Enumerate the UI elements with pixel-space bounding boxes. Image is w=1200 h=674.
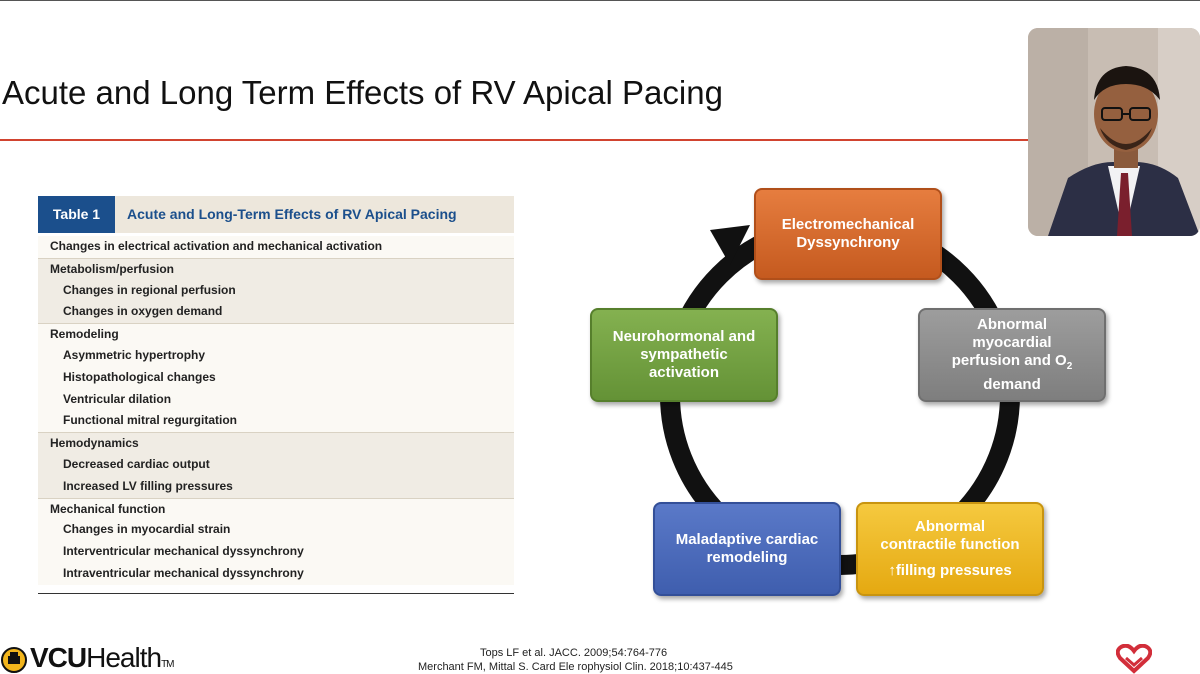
table-row: Metabolism/perfusion [38, 257, 514, 280]
table-row: Intraventricular mechanical dyssynchrony [38, 562, 514, 585]
vcu-logo-tm: TM [161, 659, 174, 670]
vcu-seal-icon [1, 647, 27, 673]
table-row: Asymmetric hypertrophy [38, 344, 514, 367]
box-line: Maladaptive cardiac [675, 531, 819, 548]
table-row: Mechanical function [38, 497, 514, 520]
electromechanical-dyssynchrony-box: Electromechanical Dyssynchrony [754, 188, 942, 280]
table-body: Changes in electrical activation and mec… [38, 236, 514, 585]
table-row: Changes in myocardial strain [38, 519, 514, 542]
table-row: Remodeling [38, 323, 514, 345]
slide-title: Acute and Long Term Effects of RV Apical… [2, 74, 723, 111]
table-row: Hemodynamics [38, 432, 514, 454]
vcu-health-logo: VCUHealthTM [30, 642, 175, 674]
heart-logo-icon [1116, 644, 1152, 674]
neurohormonal-activation-box: Neurohormonal and sympathetic activation [590, 308, 778, 402]
table-bottom-rule [38, 593, 514, 594]
reference-1: Tops LF et al. JACC. 2009;54:764-776 [480, 647, 668, 659]
top-border-line [0, 0, 1200, 1]
vcu-logo-health: Health [86, 642, 162, 673]
reference-2: Merchant FM, Mittal S. Card Ele rophysio… [418, 661, 733, 673]
box-line: Neurohormonal and [612, 328, 756, 345]
vcu-logo-bold: VCU [30, 642, 87, 673]
table-row: Ventricular dilation [38, 388, 514, 411]
box-line: contractile function [880, 536, 1020, 553]
box-line: remodeling [706, 549, 788, 566]
box-line: demand [983, 376, 1041, 393]
table-row: Changes in electrical activation and mec… [38, 236, 514, 258]
table-number: Table 1 [38, 196, 115, 233]
cycle-arrowhead [710, 225, 750, 265]
box-line: Electromechanical [781, 216, 915, 233]
table-row: Increased LV filling pressures [38, 475, 514, 498]
table-title: Acute and Long-Term Effects of RV Apical… [127, 206, 457, 222]
box-line: activation [648, 364, 719, 381]
subscript: 2 [1066, 361, 1073, 372]
abnormal-perfusion-box: Abnormal myocardial perfusion and O2 dem… [918, 308, 1106, 402]
box-line: myocardial [972, 334, 1052, 351]
presenter-figure [1028, 28, 1200, 236]
box-line-text: perfusion and O [951, 352, 1067, 369]
table-row: Interventricular mechanical dyssynchrony [38, 541, 514, 563]
effects-table: Table 1 Acute and Long-Term Effects of R… [38, 196, 514, 596]
abnormal-contractile-box: Abnormal contractile function ↑filling p… [856, 502, 1044, 596]
box-line: Dyssynchrony [796, 234, 900, 251]
maladaptive-remodeling-box: Maladaptive cardiac remodeling [653, 502, 841, 596]
table-row: Decreased cardiac output [38, 453, 514, 476]
box-line: Abnormal [976, 316, 1047, 333]
table-row: Histopathological changes [38, 366, 514, 389]
table-header: Table 1 Acute and Long-Term Effects of R… [38, 196, 514, 233]
table-row: Functional mitral regurgitation [38, 410, 514, 433]
box-line: ↑filling pressures [888, 562, 1012, 579]
box-line: perfusion and O2 [952, 352, 1073, 376]
presenter-webcam[interactable] [1028, 28, 1200, 236]
title-underline [0, 139, 1030, 141]
table-row: Changes in oxygen demand [38, 301, 514, 324]
box-line: Abnormal [914, 518, 985, 535]
box-line: sympathetic [640, 346, 728, 363]
table-row: Changes in regional perfusion [38, 279, 514, 302]
